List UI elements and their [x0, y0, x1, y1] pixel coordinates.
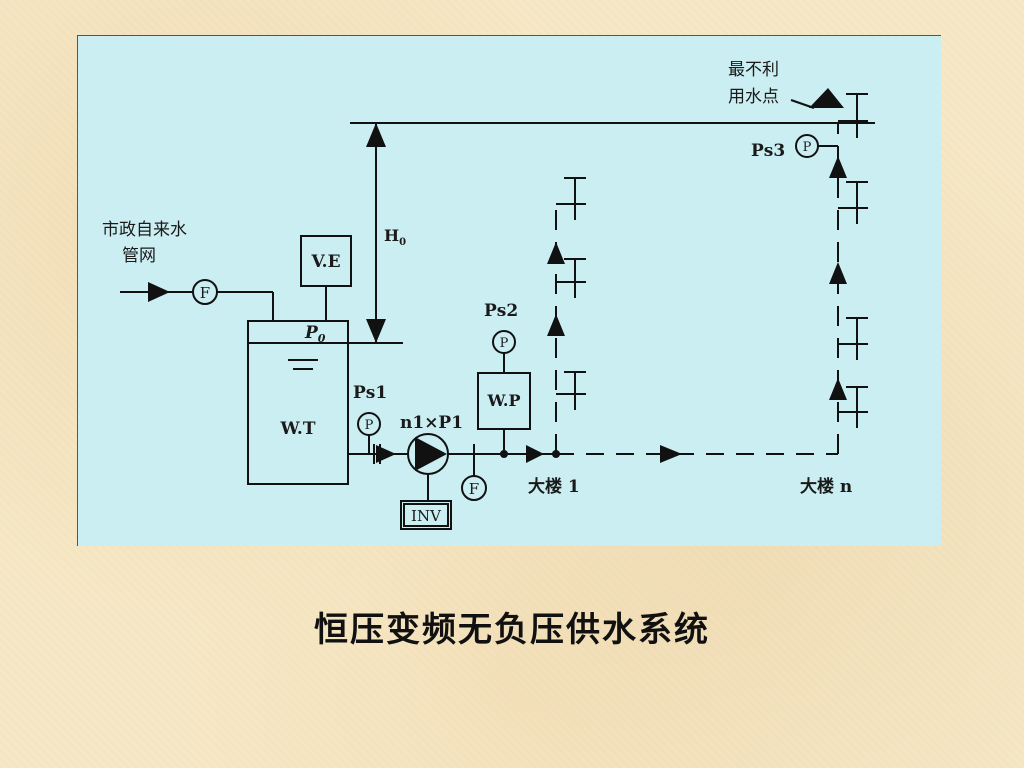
- inlet-flowmeter: [192, 279, 218, 305]
- p0-label: P0: [304, 323, 326, 345]
- outlet-flowmeter: [461, 475, 487, 501]
- inlet-flowmeter-label: F: [200, 284, 210, 302]
- distribution-arrow: [660, 445, 682, 463]
- worst-point-label-line1: 最不利: [728, 60, 779, 80]
- inv-label: INV: [411, 507, 442, 525]
- ps3-gauge-letter: P: [803, 140, 812, 155]
- ps2-gauge-letter: P: [500, 336, 509, 351]
- building-n-arrow-low: [829, 378, 847, 400]
- ps2-label: Ps2: [484, 301, 518, 321]
- water-supply-diagram: 市政自来水 管网 F V.E P0 H0 W.T Ps1 P n1×P1 INV…: [102, 60, 875, 530]
- building1-fixtures: [556, 177, 586, 410]
- building1-label: 大楼 1: [528, 476, 580, 497]
- h0-label: H0: [384, 226, 406, 248]
- outlet-flowmeter-label: F: [469, 480, 479, 498]
- pre-building-arrow: [526, 445, 544, 463]
- building-n-fixtures: [838, 93, 868, 428]
- ps1-label: Ps1: [353, 383, 387, 403]
- pump-triangle: [415, 437, 447, 471]
- ve-label: V.E: [310, 252, 340, 272]
- worst-point-label-line2: 用水点: [728, 87, 779, 107]
- h0-arrow-up: [366, 123, 386, 147]
- ps3-label: Ps3: [751, 141, 785, 161]
- building-n-arrow-top: [829, 156, 847, 178]
- worst-point-marker: [809, 88, 844, 108]
- building1-arrow-lower: [547, 314, 565, 336]
- worst-point-leader: [790, 99, 815, 109]
- wp-junction-dot: [500, 450, 508, 458]
- building1-arrow-upper: [547, 242, 565, 264]
- h0-arrow-down: [366, 319, 386, 343]
- ps1-gauge-letter: P: [365, 418, 374, 433]
- pump-label: n1×P1: [400, 413, 463, 433]
- wt-label: W.T: [279, 419, 315, 439]
- water-tank: [247, 320, 349, 485]
- inlet-flow-arrow: [148, 282, 170, 302]
- inverter-box: [400, 500, 452, 530]
- city-water-label: 市政自来水: [102, 220, 187, 240]
- inverter-inner-box: [403, 503, 449, 527]
- diagram-panel: 市政自来水 管网 F V.E P0 H0 W.T Ps1 P n1×P1 INV…: [77, 35, 941, 546]
- building-n-arrow-mid: [829, 262, 847, 284]
- building-n-label: 大楼 n: [800, 476, 852, 497]
- wp-label: W.P: [486, 391, 520, 410]
- slide-caption: 恒压变频无负压供水系统: [314, 610, 710, 650]
- pipe-network-label: 管网: [122, 246, 156, 266]
